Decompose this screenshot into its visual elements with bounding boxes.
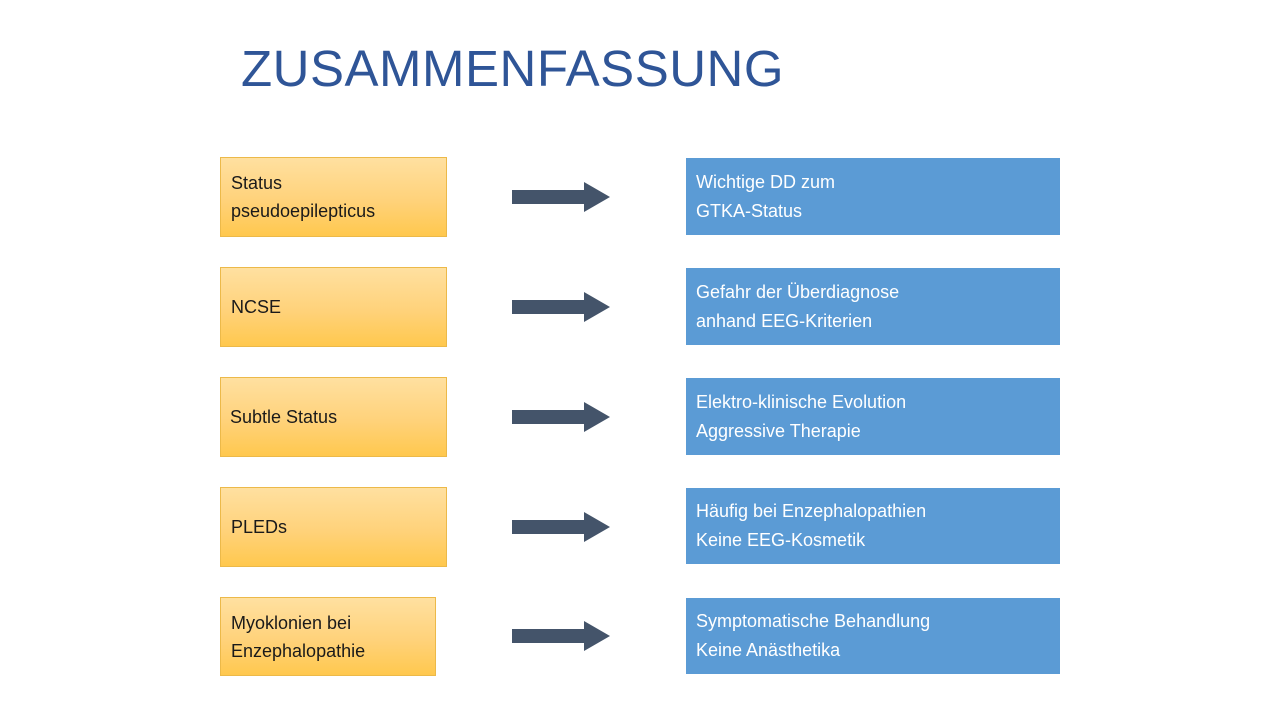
left-box-label: Status pseudoepilepticus — [231, 173, 376, 221]
right-box-label: Häufig bei Enzephalopathien Keine EEG-Ko… — [696, 501, 927, 550]
right-box-label: Symptomatische Behandlung Keine Anästhet… — [696, 611, 931, 660]
right-box-symptomatische-behandlung: Symptomatische Behandlung Keine Anästhet… — [686, 598, 1060, 674]
arrow-shape — [512, 292, 610, 322]
right-arrow-icon — [512, 621, 610, 651]
right-box-label: Gefahr der Überdiagnose anhand EEG-Krite… — [696, 281, 900, 331]
arrow-shape — [512, 182, 610, 212]
right-box-elektro-klinische-evolution: Elektro-klinische Evolution Aggressive T… — [686, 378, 1060, 455]
left-box-status-pseudoepilepticus: Status pseudoepilepticus — [220, 157, 447, 237]
slide-title: ZUSAMMENFASSUNG — [241, 40, 785, 97]
left-box-label: Myoklonien bei Enzephalopathie — [231, 612, 366, 661]
right-arrow-icon — [512, 512, 610, 542]
right-box-wichtige-dd: Wichtige DD zum GTKA-Status — [686, 158, 1060, 235]
right-box-enzephalopathien: Häufig bei Enzephalopathien Keine EEG-Ko… — [686, 488, 1060, 564]
right-box-ueberdiagnose: Gefahr der Überdiagnose anhand EEG-Krite… — [686, 268, 1060, 345]
left-box-pleds: PLEDs — [220, 487, 447, 567]
left-box-label: NCSE — [231, 297, 282, 317]
right-arrow-icon — [512, 402, 610, 432]
right-arrow-icon — [512, 182, 610, 212]
left-box-subtle-status: Subtle Status — [220, 377, 447, 457]
right-arrow-icon — [512, 292, 610, 322]
left-box-label: PLEDs — [231, 517, 288, 537]
right-box-label: Wichtige DD zum GTKA-Status — [696, 171, 836, 221]
arrow-shape — [512, 621, 610, 651]
arrow-shape — [512, 512, 610, 542]
left-box-label: Subtle Status — [230, 407, 338, 427]
left-box-ncse: NCSE — [220, 267, 447, 347]
right-box-label: Elektro-klinische Evolution Aggressive T… — [696, 391, 907, 441]
left-box-myoklonien: Myoklonien bei Enzephalopathie — [220, 597, 436, 676]
arrow-shape — [512, 402, 610, 432]
